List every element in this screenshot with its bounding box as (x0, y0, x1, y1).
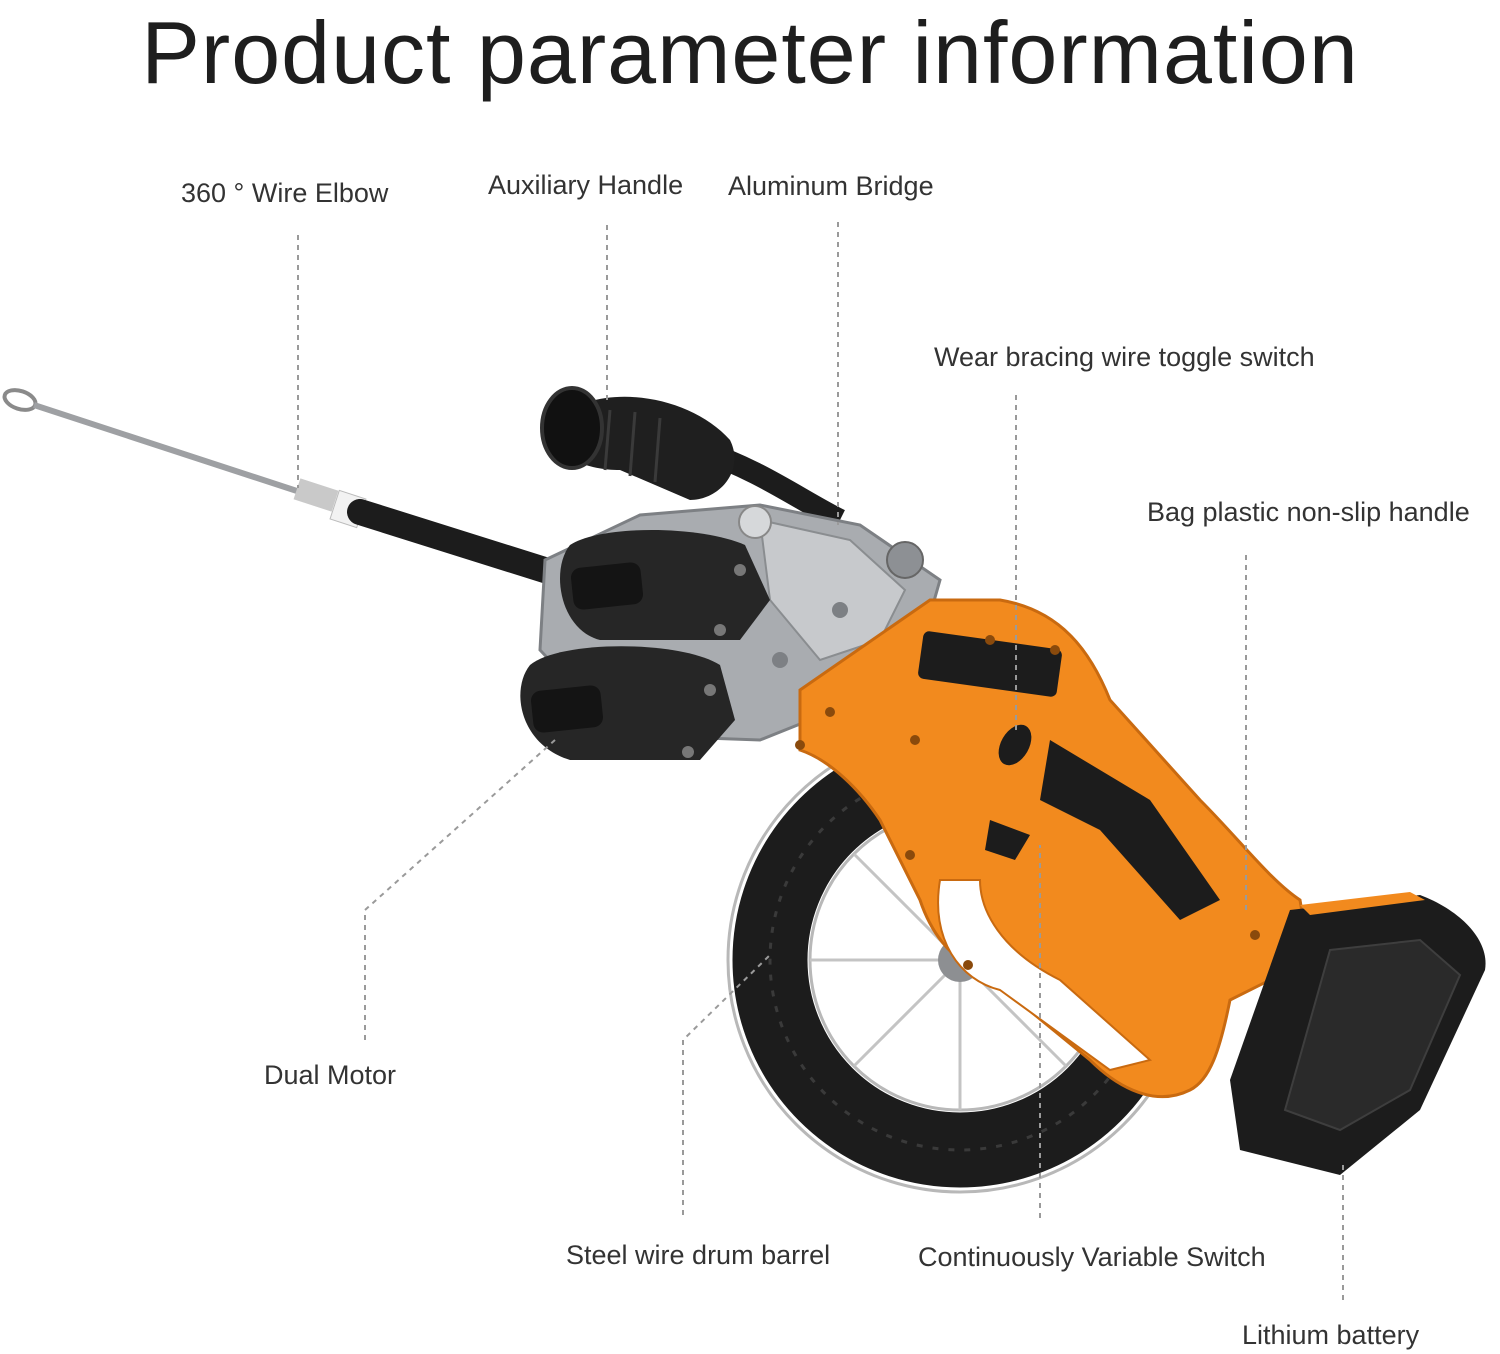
label-nonslip-handle: Bag plastic non-slip handle (1147, 497, 1470, 527)
probe-rod (2, 388, 583, 591)
label-drum-barrel: Steel wire drum barrel (566, 1240, 831, 1270)
leader-lines (297, 222, 1344, 1300)
dual-motor (520, 530, 770, 760)
label-variable-switch: Continuously Variable Switch (918, 1242, 1266, 1272)
tool-body (795, 598, 1312, 1099)
page-title: Product parameter information (141, 3, 1359, 102)
label-dual-motor: Dual Motor (264, 1060, 397, 1090)
label-toggle-switch: Wear bracing wire toggle switch (934, 342, 1315, 372)
label-wire-elbow: 360 ° Wire Elbow (181, 178, 389, 208)
label-auxiliary-handle: Auxiliary Handle (488, 170, 684, 200)
auxiliary-handle (540, 386, 845, 530)
label-aluminum-bridge: Aluminum Bridge (728, 171, 934, 201)
label-lithium-battery: Lithium battery (1242, 1320, 1420, 1350)
lithium-battery (1230, 892, 1486, 1175)
